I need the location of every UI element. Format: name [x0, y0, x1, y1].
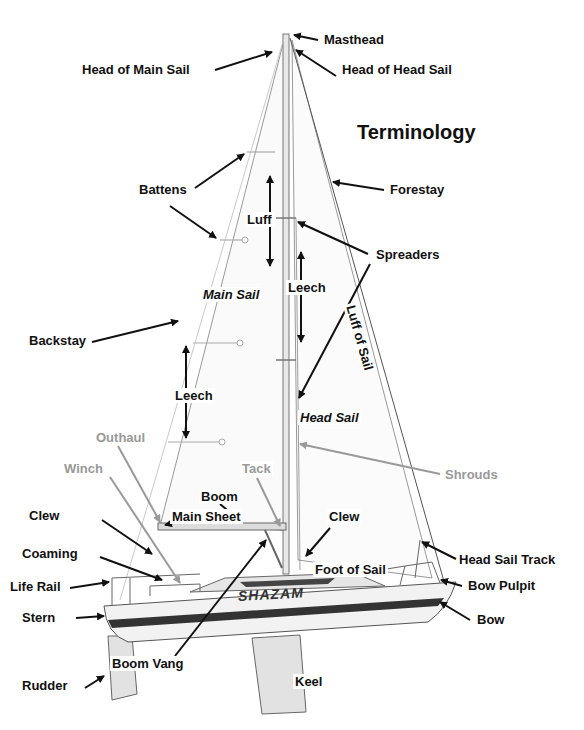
part-label: Bow: [475, 612, 506, 627]
part-label: Boom Vang: [110, 656, 186, 671]
part-label: Spreaders: [374, 247, 442, 262]
part-label: Battens: [137, 182, 189, 197]
part-label: Head Sail Track: [457, 552, 557, 567]
part-label: Forestay: [388, 182, 446, 197]
part-label: Leech: [286, 280, 328, 295]
diagram-title: Terminology: [355, 120, 478, 144]
sail-label: Main Sail: [201, 287, 261, 302]
part-label: Bow Pulpit: [466, 578, 537, 593]
sail-label: Head Sail: [298, 410, 361, 425]
part-label: Rudder: [20, 678, 70, 693]
part-label: Clew: [327, 509, 361, 524]
part-label: Leech: [173, 388, 215, 403]
part-label: Keel: [293, 674, 324, 689]
part-label: Outhaul: [94, 430, 147, 445]
part-label: Luff: [245, 212, 274, 227]
part-label: Tack: [240, 461, 273, 476]
part-label: Shrouds: [443, 467, 500, 482]
part-label: Head of Head Sail: [340, 62, 454, 77]
part-label: Main Sheet: [170, 509, 243, 524]
part-label: Foot of Sail: [313, 562, 388, 577]
part-label: Boom: [199, 489, 240, 504]
part-label: Head of Main Sail: [80, 62, 192, 77]
part-label: Backstay: [27, 333, 88, 348]
part-label: Stern: [20, 610, 57, 625]
part-label: Life Rail: [8, 579, 63, 594]
part-label: Coaming: [20, 546, 80, 561]
part-label: Winch: [62, 461, 105, 476]
part-label: Clew: [27, 508, 61, 523]
part-label: Masthead: [322, 32, 386, 47]
